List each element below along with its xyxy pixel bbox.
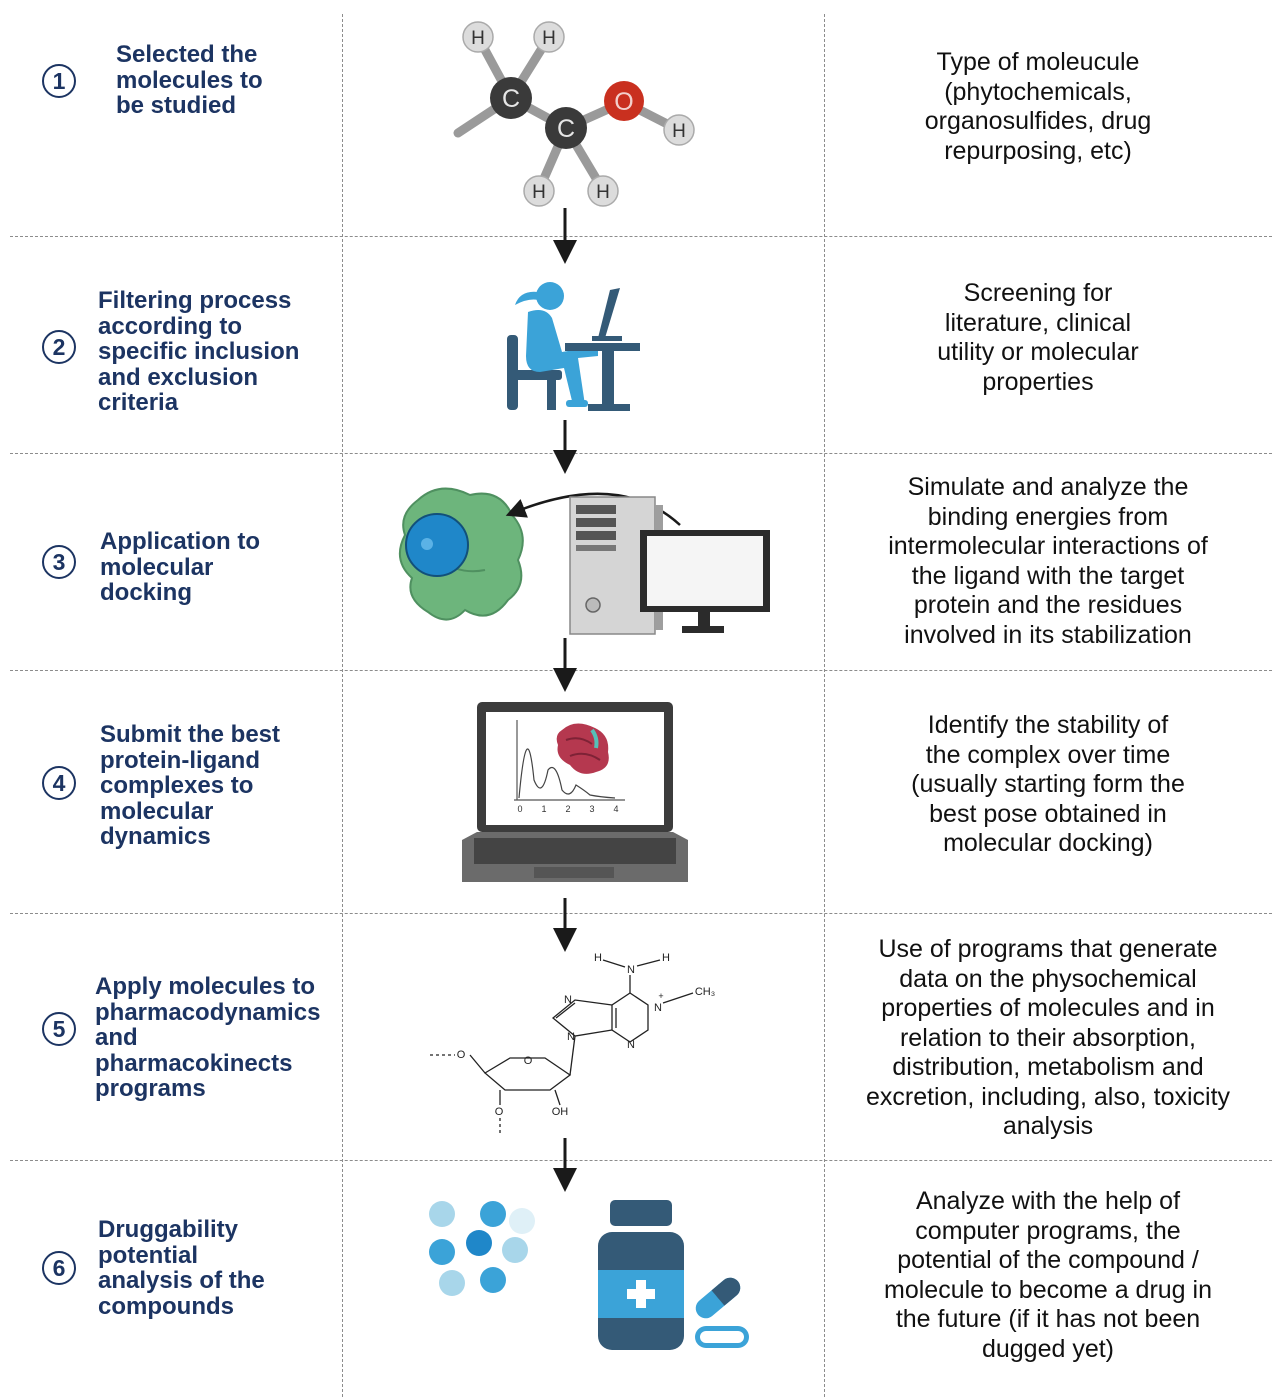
svg-text:O: O [457,1049,466,1061]
hydrogen-atom: H [587,175,619,207]
carbon-atom: C [490,77,532,119]
svg-text:+: + [658,991,663,1001]
step-4-description: Identify the stability of the complex ov… [911,711,1185,857]
svg-text:N: N [567,1031,575,1043]
row-divider [10,670,1272,671]
hydrogen-atom: H [663,114,695,146]
hydrogen-atom: H [533,21,565,53]
row-divider [10,913,1272,914]
step-2-title: Filtering process according to specific … [98,287,300,416]
plot-tick-label: 3 [589,804,594,814]
step-6-description: Analyze with the help of computer progra… [884,1187,1212,1363]
capsule-pill-icon [695,1277,749,1348]
monitor-icon [640,530,770,633]
plot-tick-label: 4 [613,804,618,814]
step-4-number: 4 [42,766,76,800]
svg-text:O: O [495,1106,504,1118]
plot-tick-label: 1 [541,804,546,814]
step-4-title: Submit the best protein-ligand complexes… [100,721,281,850]
step-6-number: 6 [42,1251,76,1285]
svg-text:CH₃: CH₃ [695,986,715,998]
docking-arrow [505,492,681,526]
svg-text:H: H [471,28,485,49]
svg-text:N: N [627,964,635,976]
step-1-description: Type of moleucule (phytochemicals, organ… [924,48,1152,165]
column-divider-right [824,14,825,1397]
step-5-number: 5 [42,1012,76,1046]
row-divider [10,236,1272,237]
hydrogen-atom: H [462,21,494,53]
step-3-title: Application to molecular docking [100,528,260,606]
svg-text:OH: OH [552,1106,569,1118]
ligand-icon [405,513,469,577]
svg-text:O: O [614,88,633,116]
step-2-description: Screening for literature, clinical utili… [937,279,1139,396]
svg-text:N: N [654,1002,662,1014]
svg-text:H: H [594,952,602,964]
step-5-title: Apply molecules to pharmacodynamics and … [95,973,321,1102]
step-1-title: Selected the molecules to be studied [116,41,263,119]
svg-text:O: O [524,1055,533,1067]
plot-tick-label: 2 [565,804,570,814]
compound-spheres-icon [429,1201,535,1296]
oxygen-atom: O [604,81,644,121]
step-2-number: 2 [42,330,76,364]
step-6-title: Druggability potential analysis of the c… [98,1216,265,1320]
row-divider [10,453,1272,454]
svg-text:C: C [557,115,575,143]
plot-axes [514,720,625,801]
column-divider-left [342,14,343,1397]
svg-text:H: H [662,952,670,964]
row-divider [10,1160,1272,1161]
carbon-atom: C [545,107,587,149]
protein-ribbon-icon [556,723,609,774]
step-3-description: Simulate and analyze the binding energie… [888,473,1208,649]
step-1-number: 1 [42,64,76,98]
plot-tick-label: 0 [517,804,522,814]
svg-text:H: H [542,28,556,49]
step-3-number: 3 [42,545,76,579]
svg-text:N: N [564,994,572,1006]
svg-text:N: N [627,1039,635,1051]
step-5-description: Use of programs that generate data on th… [865,935,1231,1140]
svg-text:H: H [672,121,686,142]
medicine-bottle-icon [598,1200,684,1350]
svg-text:C: C [502,85,520,113]
hydrogen-atom: H [523,175,555,207]
svg-text:H: H [532,182,546,203]
svg-text:H: H [596,182,610,203]
